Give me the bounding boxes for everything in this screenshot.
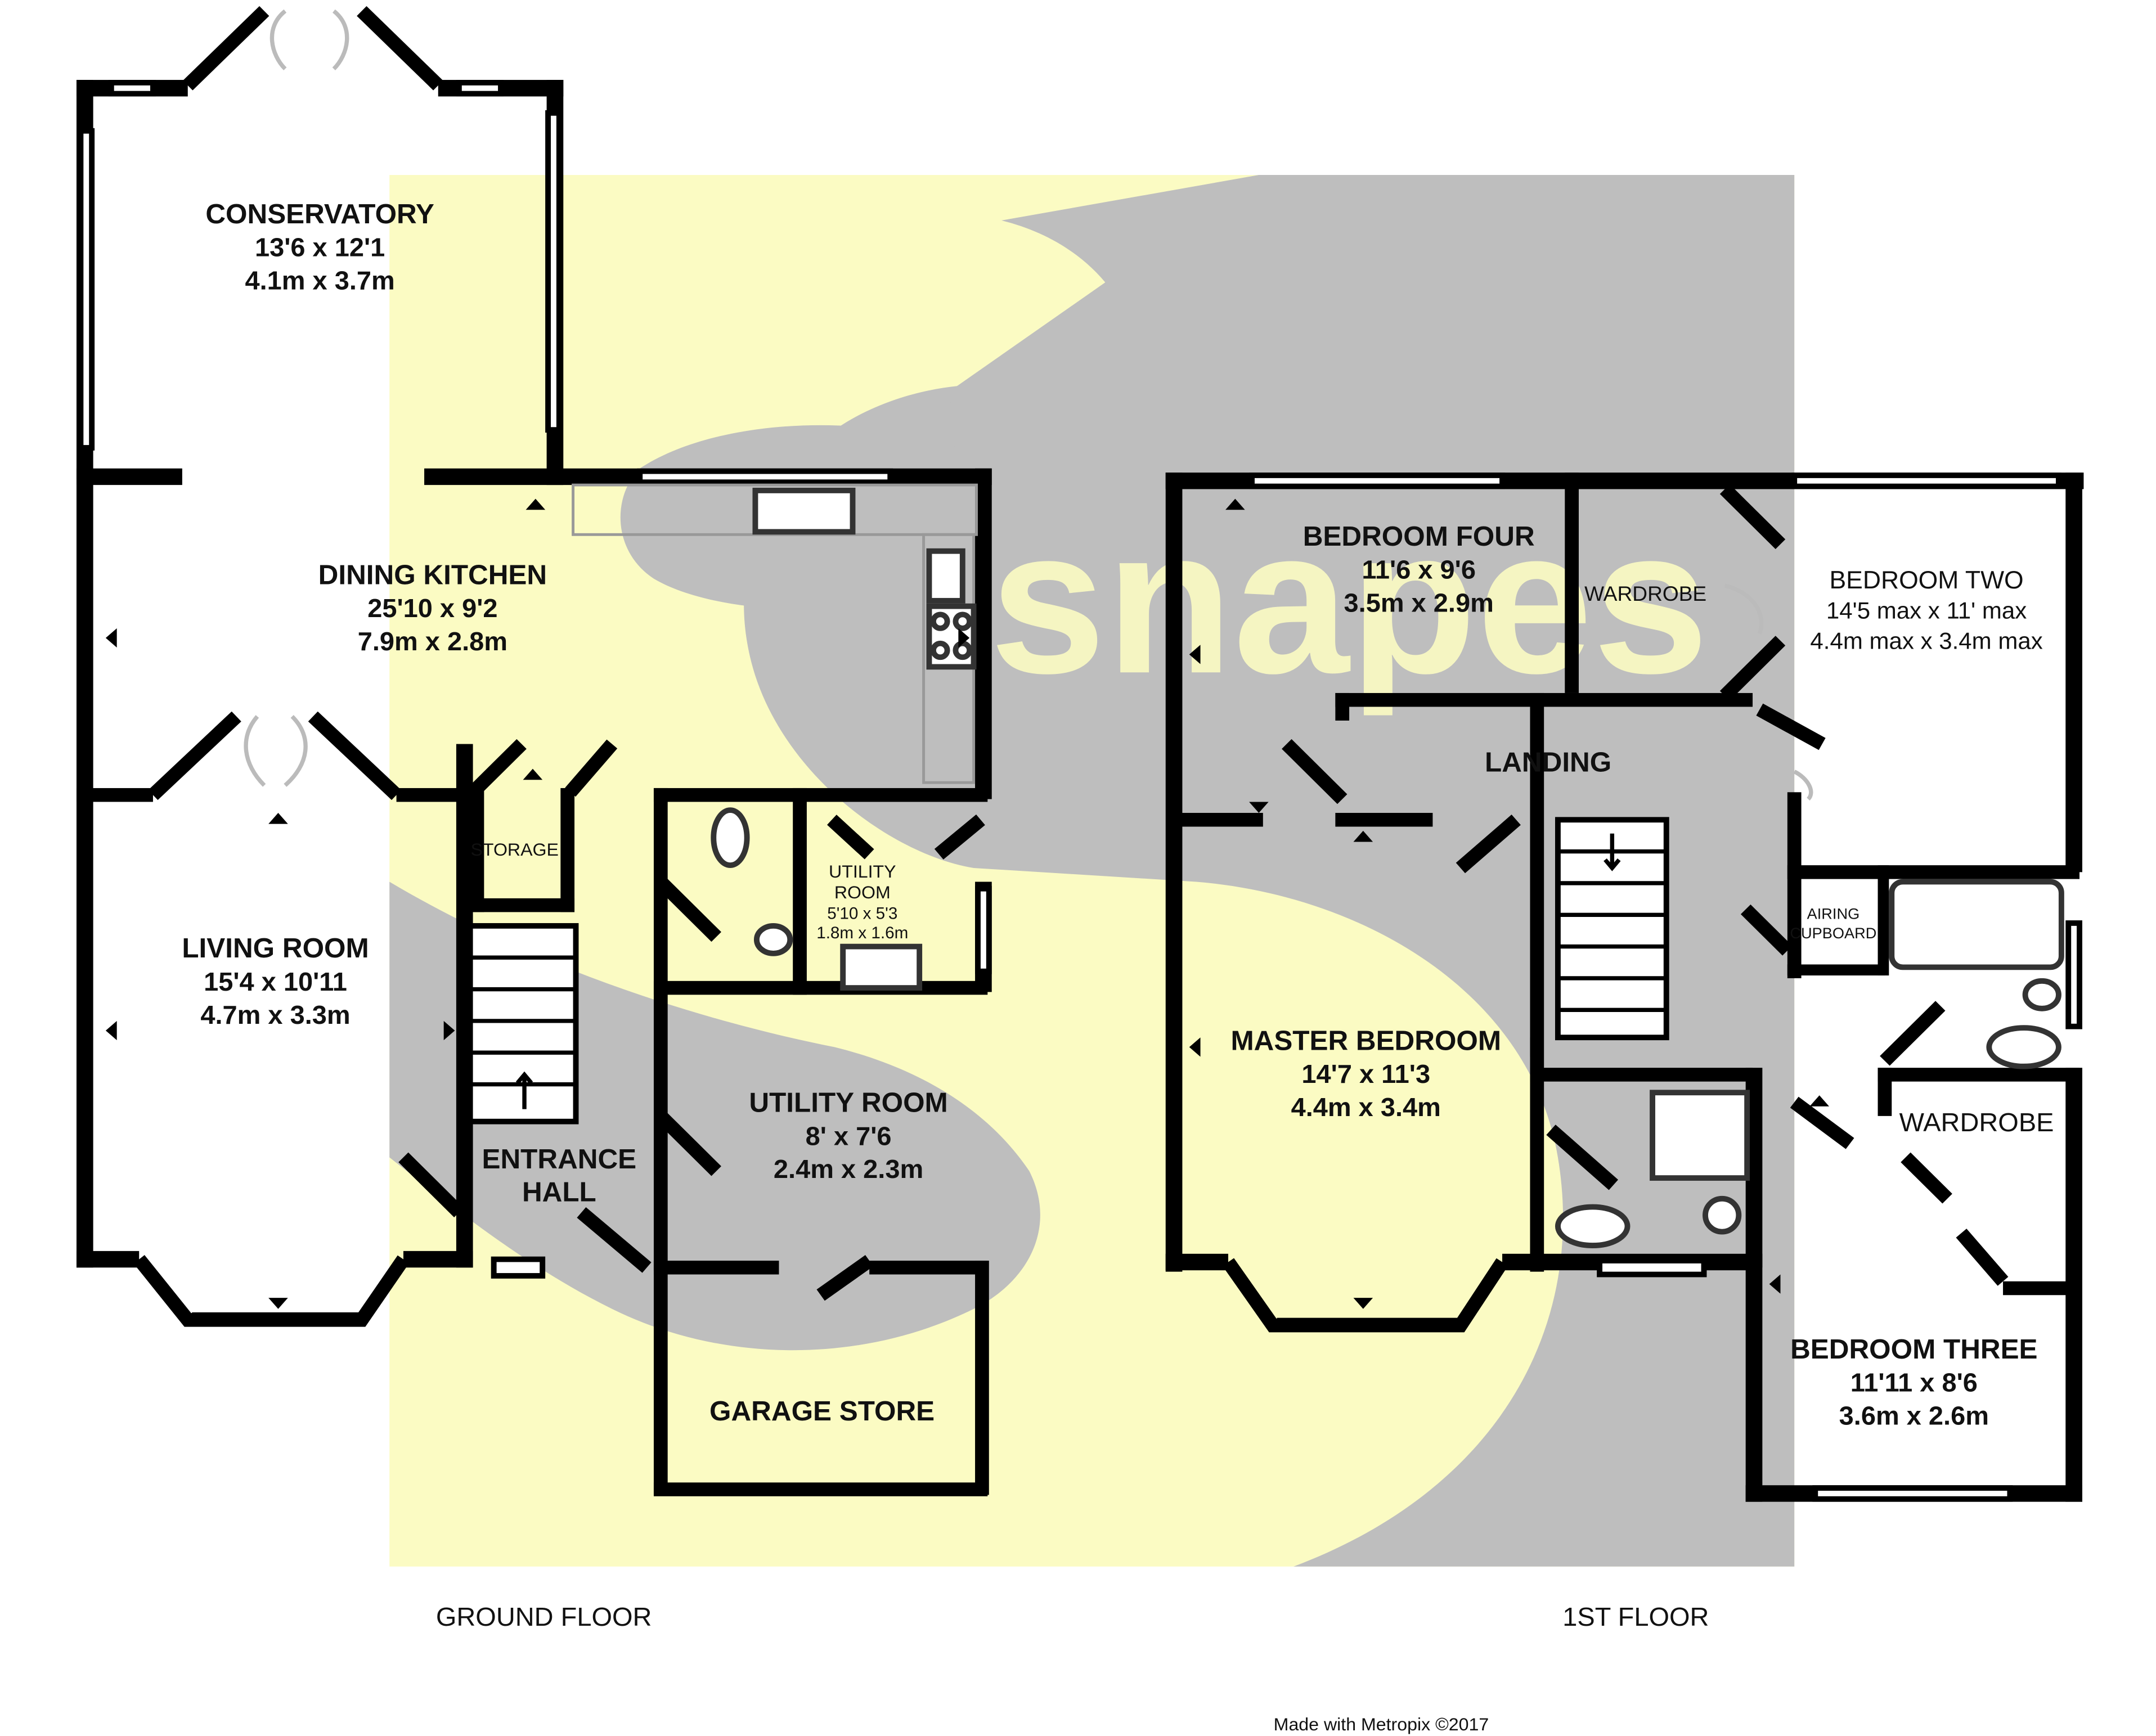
room-imperial: 11'11 x 8'6 (1850, 1368, 1978, 1397)
room-imperial: 25'10 x 9'2 (367, 593, 497, 623)
first-stairs (1555, 817, 1669, 1041)
room-garage-store: GARAGE STORE (709, 1396, 935, 1427)
ground-floor-plan: CONSERVATORY 13'6 x 12'1 4.1m x 3.7m DIN… (76, 6, 992, 1496)
room-name-line2: ROOM (834, 882, 891, 902)
room-name: WARDROBE (1899, 1108, 2054, 1137)
room-imperial: 15'4 x 10'11 (204, 967, 347, 996)
toilet-icon (711, 807, 750, 868)
room-imperial: 14'5 max x 11' max (1826, 597, 2027, 624)
basin-icon (753, 923, 793, 956)
ground-floor-title: GROUND FLOOR (436, 1602, 652, 1631)
room-imperial: 14'7 x 11'3 (1301, 1059, 1430, 1089)
microwave-icon (926, 548, 965, 604)
room-imperial: 11'6 x 9'6 (1362, 555, 1476, 584)
room-name: CONSERVATORY (205, 199, 434, 230)
room-metric: 3.6m x 2.6m (1839, 1401, 1989, 1431)
first-floor-plan: BEDROOM FOUR 11'6 x 9'6 3.5m x 2.9m WARD… (1165, 473, 2084, 1502)
room-landing: LANDING (1485, 747, 1611, 778)
room-name: UTILITY ROOM (749, 1087, 947, 1118)
room-name-line2: HALL (522, 1177, 596, 1208)
credit-text: Made with Metropix ©2017 (1274, 1714, 1489, 1734)
room-dining-kitchen: DINING KITCHEN 25'10 x 9'2 7.9m x 2.8m (318, 560, 547, 656)
room-wardrobe-top: WARDROBE (1584, 582, 1706, 605)
watermark-logo: snapes (990, 486, 1709, 718)
shower-icon (1650, 1090, 1750, 1181)
room-metric: 4.1m x 3.7m (245, 266, 394, 295)
toilet-icon (1555, 1204, 1631, 1248)
room-name: BEDROOM FOUR (1303, 521, 1535, 552)
room-metric: 1.8m x 1.6m (816, 924, 908, 942)
room-name: STORAGE (470, 839, 558, 860)
room-airing-cupboard: AIRING CUPBOARD (1790, 906, 1876, 942)
room-name: BEDROOM THREE (1790, 1334, 2037, 1365)
sink-icon (752, 488, 856, 535)
room-name: LIVING ROOM (182, 933, 369, 964)
room-metric: 4.4m max x 3.4m max (1810, 628, 2042, 654)
room-utility-small: UTILITY ROOM 5'10 x 5'3 1.8m x 1.6m (816, 861, 908, 942)
ground-stairs (467, 923, 579, 1125)
bathroom-fixtures (1555, 879, 2064, 1248)
first-internal-walls (1179, 473, 2080, 1296)
room-metric: 4.4m x 3.4m (1291, 1092, 1441, 1122)
room-imperial: 5'10 x 5'3 (827, 905, 897, 923)
first-arrows (1189, 498, 1830, 1309)
room-name-line1: ENTRANCE (482, 1144, 637, 1175)
room-name-line1: UTILITY (829, 861, 896, 882)
room-wardrobe-bottom: WARDROBE (1899, 1108, 2054, 1137)
ground-arrows (105, 498, 970, 1309)
room-name: DINING KITCHEN (318, 560, 547, 591)
room-name: MASTER BEDROOM (1230, 1026, 1501, 1056)
room-metric: 2.4m x 2.3m (774, 1154, 923, 1184)
toilet-icon (1986, 1025, 2061, 1069)
room-living-room: LIVING ROOM 15'4 x 10'11 4.7m x 3.3m (182, 933, 369, 1029)
room-name: BEDROOM TWO (1829, 566, 2023, 594)
room-utility-room: UTILITY ROOM 8' x 7'6 2.4m x 2.3m (749, 1087, 947, 1184)
kitchen-fixtures (572, 483, 978, 991)
room-storage: STORAGE (470, 839, 558, 860)
room-name: LANDING (1485, 747, 1611, 778)
conservatory-walls (76, 6, 564, 480)
room-bedroom-three: BEDROOM THREE 11'11 x 8'6 3.6m x 2.6m (1790, 1334, 2037, 1430)
room-imperial: 13'6 x 12'1 (255, 233, 385, 262)
room-name: WARDROBE (1584, 582, 1706, 605)
utility-sink-icon (840, 943, 923, 991)
room-entrance-hall: ENTRANCE HALL (482, 1144, 637, 1208)
room-name: GARAGE STORE (709, 1396, 935, 1427)
first-floor-title: 1ST FLOOR (1562, 1602, 1709, 1631)
room-master-bedroom: MASTER BEDROOM 14'7 x 11'3 4.4m x 3.4m (1230, 1026, 1501, 1122)
room-metric: 7.9m x 2.8m (358, 627, 507, 656)
room-bedroom-two: BEDROOM TWO 14'5 max x 11' max 4.4m max … (1810, 566, 2042, 654)
bath-icon (1889, 879, 2064, 970)
room-metric: 3.5m x 2.9m (1344, 588, 1494, 618)
room-name-line1: AIRING (1807, 906, 1860, 923)
room-conservatory: CONSERVATORY 13'6 x 12'1 4.1m x 3.7m (205, 199, 434, 295)
ground-outer-walls (76, 468, 992, 1327)
ground-internal-walls (76, 711, 989, 1496)
basin-icon (2022, 978, 2061, 1011)
room-imperial: 8' x 7'6 (806, 1121, 892, 1150)
basin-icon (1703, 1195, 1742, 1235)
room-metric: 4.7m x 3.3m (200, 1000, 350, 1029)
room-name-line2: CUPBOARD (1790, 925, 1876, 942)
room-bedroom-four: BEDROOM FOUR 11'6 x 9'6 3.5m x 2.9m (1303, 521, 1535, 617)
